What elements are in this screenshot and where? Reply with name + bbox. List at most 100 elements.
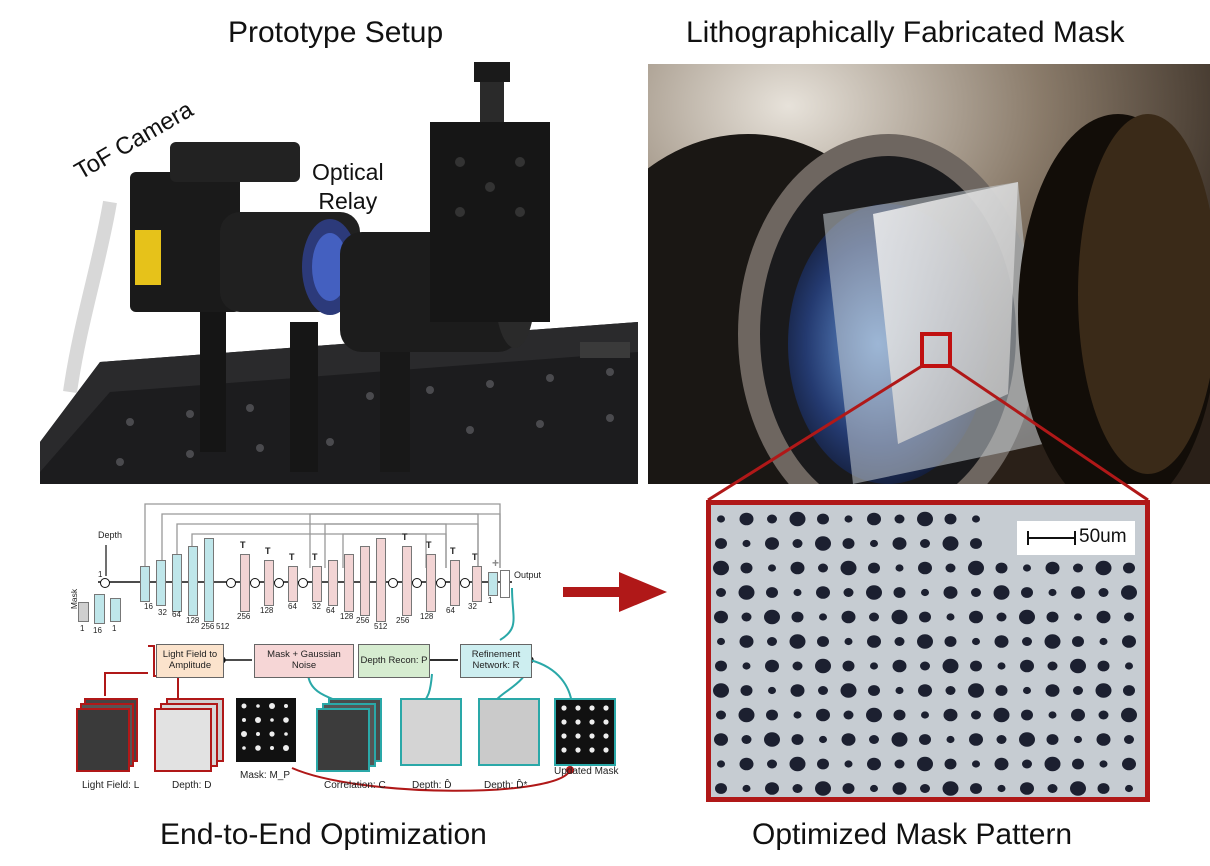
- channel-count: 64: [288, 602, 297, 611]
- channel-count: 128: [420, 612, 434, 621]
- mask-dot: [1021, 587, 1033, 598]
- mask-dot: [818, 563, 828, 573]
- mask-dot: [997, 662, 1006, 670]
- mask-dot: [741, 735, 752, 744]
- concat-node: [298, 578, 308, 588]
- concat-node: [436, 578, 446, 588]
- channel-count: 128: [186, 616, 200, 625]
- mask-dot: [895, 686, 904, 695]
- mask-dot: [1074, 613, 1082, 621]
- channel-count: 128: [340, 612, 354, 621]
- mask-dot: [1048, 711, 1057, 719]
- mask-dot: [1020, 782, 1034, 795]
- mask-dot: [768, 686, 776, 695]
- network-block: [472, 566, 482, 602]
- mask-dot: [1096, 733, 1111, 746]
- mask-pattern-image: 50um: [706, 500, 1150, 802]
- channel-count: 1: [488, 596, 493, 605]
- depth-input-label: Depth: [98, 530, 123, 540]
- scale-bar-label: 50um: [1079, 526, 1127, 547]
- mask-dot: [816, 586, 830, 599]
- mask-dot: [844, 760, 853, 768]
- mask-dot: [919, 611, 931, 623]
- prototype-setup-title: Prototype Setup: [228, 16, 444, 49]
- correlation-stack: [316, 698, 382, 772]
- mask-dot: [1095, 683, 1112, 698]
- mask-dot: [894, 759, 905, 769]
- mask-dot: [917, 511, 933, 527]
- depth-recon-box: Depth Recon: P: [358, 644, 430, 678]
- transpose-label: T: [312, 552, 318, 562]
- mask-dot: [1023, 564, 1031, 572]
- mask-dot: [993, 585, 1010, 600]
- mask-dot: [918, 561, 932, 575]
- mask-dot: [768, 564, 776, 572]
- mask-dot: [1096, 610, 1111, 624]
- mask-dot: [894, 637, 905, 646]
- mask-dot: [917, 634, 933, 649]
- mask-dot: [944, 513, 957, 525]
- mask-dot: [893, 587, 906, 598]
- mask-dot: [1047, 661, 1058, 671]
- mask-dot: [868, 562, 880, 574]
- mask-dot: [792, 539, 803, 548]
- mask-dot: [969, 733, 983, 746]
- mask-dot: [841, 610, 856, 624]
- mask-dot: [714, 610, 728, 624]
- mask-dot: [817, 513, 829, 525]
- concat-node: [388, 578, 398, 588]
- concat-node: [226, 578, 236, 588]
- channel-count: 256: [356, 616, 370, 625]
- mask-dot: [968, 683, 984, 698]
- mask-dot: [867, 512, 881, 526]
- mask-dot: [742, 539, 751, 548]
- network-block: [78, 602, 89, 622]
- channel-count: 512: [374, 622, 388, 631]
- network-block: [188, 546, 198, 616]
- mask-dot: [892, 659, 907, 673]
- depth-channel-label: 1: [98, 570, 103, 579]
- mask-dot: [920, 784, 930, 793]
- channel-count: 256: [237, 612, 251, 621]
- optical-relay-line2: Relay: [318, 187, 378, 214]
- mask-dot: [1098, 710, 1109, 720]
- mask-dot: [842, 538, 855, 549]
- output-label: Output: [514, 570, 542, 580]
- mask-dot: [942, 658, 959, 674]
- mask-dot: [917, 756, 933, 772]
- mask-dot: [715, 660, 727, 672]
- mask-dot: [1044, 634, 1061, 649]
- mask-dot: [971, 588, 981, 597]
- mask-dot: [1097, 660, 1110, 672]
- network-block: [488, 572, 498, 596]
- mask-dot: [817, 636, 829, 647]
- mask-dot: [994, 757, 1009, 771]
- mask-dot: [793, 711, 802, 719]
- network-block: [110, 598, 121, 622]
- channel-count: 512: [216, 622, 230, 631]
- mask-dot: [870, 539, 878, 548]
- network-block: [94, 594, 105, 624]
- mask-dot: [891, 732, 908, 747]
- mask-dot: [946, 613, 955, 621]
- network-block: [376, 538, 386, 622]
- transpose-label: T: [265, 546, 271, 556]
- light-field-stack: [74, 698, 138, 772]
- fabricated-mask-photo: [648, 64, 1210, 484]
- mask-dot: [1123, 685, 1135, 696]
- depth-caption: Depth: D: [172, 780, 212, 791]
- depth-star-caption: Depth: D̂*: [484, 780, 528, 791]
- mask-dot: [920, 661, 930, 671]
- mask-dot: [1122, 635, 1136, 648]
- scale-bar-left-tick: [1027, 531, 1029, 545]
- mask-dot: [764, 732, 780, 747]
- mask-dot: [1121, 585, 1137, 600]
- mask-dot: [765, 537, 779, 550]
- mask-dot: [970, 783, 982, 794]
- transpose-label: T: [426, 540, 432, 550]
- mask-dot: [766, 709, 778, 721]
- mask-dot: [1123, 562, 1135, 574]
- mask-dot: [1071, 708, 1085, 722]
- mask-dot: [740, 685, 753, 696]
- mask-dot: [818, 686, 828, 695]
